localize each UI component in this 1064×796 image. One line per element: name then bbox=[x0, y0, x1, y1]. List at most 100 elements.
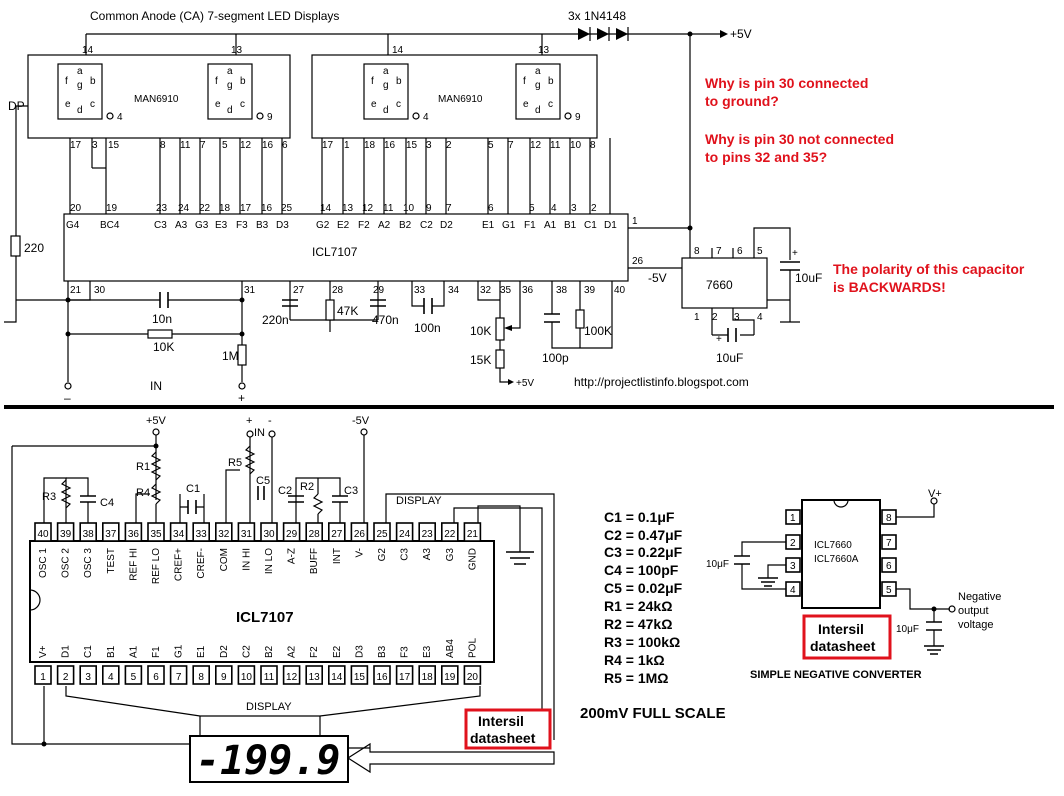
value-r4: R4 = 1kΩ bbox=[604, 652, 665, 668]
svg-text:E2: E2 bbox=[337, 220, 350, 231]
ic-pin-name: D1 bbox=[61, 645, 72, 658]
display2-pin4: 4 bbox=[423, 112, 429, 123]
ic-pin-18 bbox=[418, 665, 437, 685]
svg-text:G3: G3 bbox=[195, 220, 209, 231]
svg-text:f: f bbox=[65, 76, 68, 87]
svg-text:16: 16 bbox=[261, 203, 273, 214]
converter-caption: SIMPLE NEGATIVE CONVERTER bbox=[750, 669, 922, 681]
svg-text:G4: G4 bbox=[66, 220, 80, 231]
svg-text:23: 23 bbox=[156, 203, 168, 214]
vplus-terminal bbox=[930, 497, 938, 505]
svg-text:17: 17 bbox=[322, 140, 334, 151]
svg-text:5: 5 bbox=[222, 140, 228, 151]
svg-text:g: g bbox=[77, 80, 83, 91]
ic-pin-21 bbox=[463, 522, 482, 542]
r3 bbox=[60, 479, 72, 509]
in-hi-terminal bbox=[246, 430, 254, 438]
svg-text:5: 5 bbox=[529, 203, 535, 214]
svg-text:22: 22 bbox=[199, 203, 211, 214]
icl7660-label: ICL7660 bbox=[814, 540, 852, 551]
ic-pin-name: GND bbox=[467, 548, 478, 570]
ic-pin-13 bbox=[305, 665, 324, 685]
datasheet-label-1[interactable]: datasheet bbox=[470, 730, 536, 746]
ic-pin-name: G3 bbox=[445, 548, 456, 562]
ic-pin-name: CREF- bbox=[196, 548, 207, 579]
neg-out-3: voltage bbox=[958, 619, 993, 631]
cap-10n-label: 10n bbox=[152, 312, 172, 326]
ground-symbol bbox=[506, 551, 534, 565]
svg-text:G2: G2 bbox=[316, 220, 330, 231]
svg-text:12: 12 bbox=[362, 203, 374, 214]
svg-text:4: 4 bbox=[790, 585, 796, 596]
in-lo-terminal bbox=[268, 430, 276, 438]
top-title: Common Anode (CA) 7-segment LED Displays bbox=[90, 9, 339, 23]
ic-pin-name: A3 bbox=[422, 548, 433, 561]
display1-pin13: 13 bbox=[231, 45, 243, 56]
cap-100p-label: 100p bbox=[542, 351, 569, 365]
question-1-line2: to ground? bbox=[705, 93, 779, 109]
intersil-datasheet-link-2[interactable] bbox=[802, 614, 892, 660]
cref-wires bbox=[179, 494, 205, 523]
ref-arrow bbox=[508, 379, 514, 385]
ic-pin-number: 13 bbox=[309, 672, 321, 683]
svg-text:5: 5 bbox=[886, 585, 892, 596]
svg-text:d: d bbox=[77, 105, 83, 116]
svg-text:g: g bbox=[383, 80, 389, 91]
cap-left bbox=[734, 555, 750, 565]
intersil-label-1[interactable]: Intersil bbox=[478, 713, 524, 729]
component-values: C1 = 0.1μF C2 = 0.47μF C3 = 0.22μF C4 = … bbox=[604, 509, 683, 686]
value-r1: R1 = 24kΩ bbox=[604, 598, 672, 614]
ic-pin-4 bbox=[102, 665, 120, 685]
datasheet-label-2[interactable]: datasheet bbox=[810, 638, 876, 654]
digit-1a: a f g b e d c bbox=[57, 63, 103, 120]
digit-2a: a f g b e d c bbox=[363, 63, 409, 120]
svg-text:3: 3 bbox=[734, 312, 740, 323]
ic-pin-name: B1 bbox=[106, 645, 117, 658]
svg-text:BC4: BC4 bbox=[100, 220, 120, 231]
display1-model: MAN6910 bbox=[134, 94, 179, 105]
svg-text:b: b bbox=[396, 76, 402, 87]
ic-pin-name: A1 bbox=[128, 645, 139, 658]
cap-100n-label: 100n bbox=[414, 321, 441, 335]
svg-text:11: 11 bbox=[383, 203, 394, 214]
intersil-label-2[interactable]: Intersil bbox=[818, 621, 864, 637]
display2-pin13: 13 bbox=[538, 45, 550, 56]
svg-text:a: a bbox=[535, 66, 541, 77]
svg-text:6: 6 bbox=[737, 246, 743, 257]
svg-text:5: 5 bbox=[488, 140, 494, 151]
svg-text:G1: G1 bbox=[502, 220, 516, 231]
ic-pin-number: 38 bbox=[83, 529, 95, 540]
ic-pin-name: REF HI bbox=[128, 548, 139, 581]
cap-left-label: 10μF bbox=[706, 559, 729, 570]
lcd-bus-drops bbox=[199, 716, 321, 736]
r4 bbox=[150, 483, 162, 505]
ic-pin-name: OSC 3 bbox=[83, 548, 94, 578]
website-url[interactable]: http://projectlistinfo.blogspot.com bbox=[574, 375, 749, 389]
polarity-note-line2: is BACKWARDS! bbox=[833, 279, 946, 295]
capacitor-10uf-pins2-4 bbox=[727, 328, 737, 342]
svg-text:7: 7 bbox=[508, 140, 514, 151]
r1-label: R1 bbox=[136, 461, 150, 473]
ic-pin-number: 2 bbox=[63, 672, 69, 683]
cap-10n bbox=[159, 292, 169, 308]
svg-text:7: 7 bbox=[200, 140, 206, 151]
ic-pin-name: AB4 bbox=[445, 639, 456, 658]
ic-top-pin-numbers: 20 19 23 24 22 18 17 16 25 14 13 12 11 1… bbox=[70, 203, 597, 214]
ic-pin-number: 36 bbox=[128, 529, 140, 540]
svg-text:2: 2 bbox=[712, 312, 718, 323]
ic-pin-23 bbox=[418, 522, 437, 542]
svg-text:2: 2 bbox=[591, 203, 597, 214]
ic-pin-name: F2 bbox=[309, 646, 320, 658]
ic-pin-7 bbox=[169, 665, 188, 685]
cap-220n bbox=[282, 299, 298, 307]
ic-pin-1 bbox=[34, 665, 52, 685]
svg-text:3: 3 bbox=[92, 140, 98, 151]
intersil-datasheet-link-1[interactable] bbox=[464, 708, 552, 750]
digit-1b: a f g b e d c bbox=[207, 63, 253, 120]
value-r5: R5 = 1MΩ bbox=[604, 670, 669, 686]
svg-text:38: 38 bbox=[556, 285, 568, 296]
ic-pin-number: 10 bbox=[241, 672, 253, 683]
r1 bbox=[150, 451, 162, 481]
svg-text:g: g bbox=[535, 80, 541, 91]
cap-220n-label: 220n bbox=[262, 313, 289, 327]
